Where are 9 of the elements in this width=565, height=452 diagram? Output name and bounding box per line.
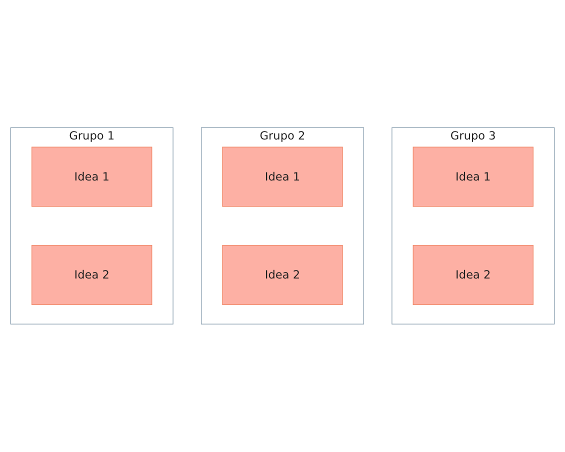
idea-card: Idea 2 (32, 245, 152, 306)
group-heading: Grupo 1 (69, 129, 115, 143)
group-heading: Grupo 2 (260, 129, 306, 143)
idea-card: Idea 2 (222, 245, 343, 306)
group-heading: Grupo 3 (450, 129, 496, 143)
idea-card: Idea 1 (32, 146, 152, 207)
idea-card: Idea 1 (412, 146, 534, 207)
idea-card: Idea 2 (412, 245, 534, 306)
idea-card: Idea 1 (222, 146, 343, 207)
